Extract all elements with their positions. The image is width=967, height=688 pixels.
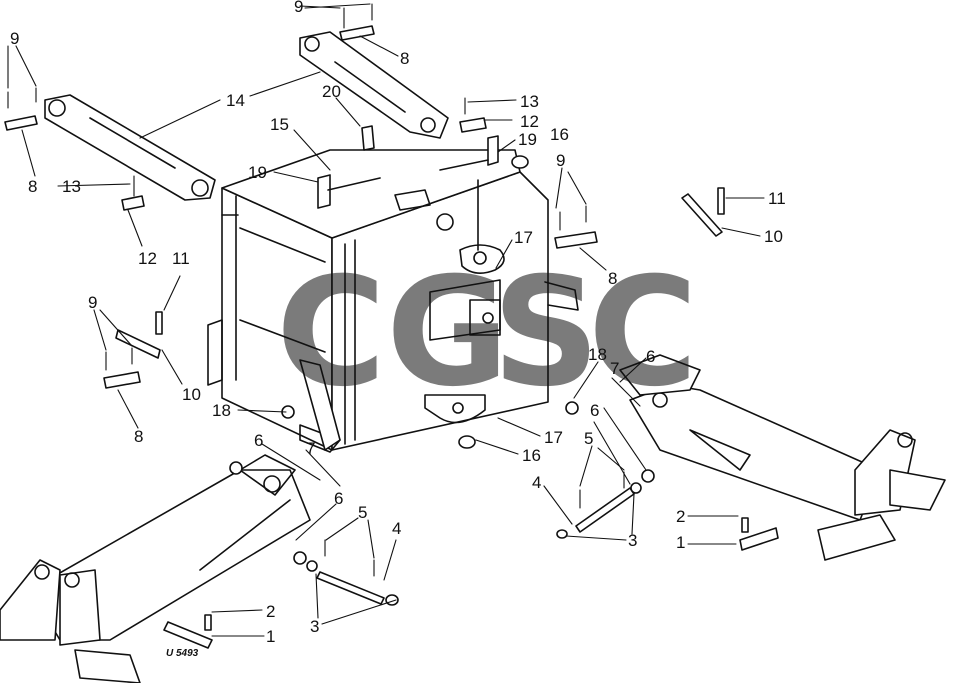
callout: 20 [322, 82, 341, 101]
callout: 15 [270, 115, 289, 134]
callout: 19 [518, 130, 537, 149]
callout: 13 [62, 177, 81, 196]
mounting-plates [317, 135, 499, 209]
right-lower-arm [619, 354, 946, 561]
callout-labels: 9 8 9 14 20 13 12 15 19 16 19 8 13 12 9 … [10, 0, 786, 646]
left-link-arm [44, 94, 216, 201]
callout: 1 [676, 533, 685, 552]
callout: 9 [294, 0, 303, 16]
callout: 5 [584, 429, 593, 448]
callout: 11 [768, 189, 786, 208]
callout: 3 [628, 531, 637, 550]
drawing-code: U 5493 [166, 648, 199, 659]
callout: 8 [608, 269, 617, 288]
watermark-letter: C [588, 246, 698, 420]
callout: 6 [590, 401, 599, 420]
callout: 9 [556, 151, 565, 170]
callout: 6 [334, 489, 343, 508]
callout: 14 [226, 91, 245, 110]
left-lower-arm [0, 359, 341, 684]
callout: 17 [514, 228, 533, 247]
callout: 2 [676, 507, 685, 526]
callout: 4 [392, 519, 401, 538]
callout: 10 [764, 227, 783, 246]
callout: 11 [172, 249, 190, 268]
small-hardware [4, 3, 779, 649]
callout: 10 [182, 385, 201, 404]
callout: 13 [520, 92, 539, 111]
callout: 16 [522, 446, 541, 465]
callout: 6 [254, 431, 263, 450]
callout: 17 [544, 428, 563, 447]
callout: 19 [248, 163, 267, 182]
callout: 12 [520, 112, 539, 131]
callout: 6 [646, 347, 655, 366]
callout: 1 [266, 627, 275, 646]
upper-link-arm [299, 31, 449, 139]
callout: 7 [610, 359, 619, 378]
callout: 18 [588, 345, 607, 364]
callout: 7 [306, 439, 315, 458]
callout: 4 [532, 473, 541, 492]
callout: 5 [358, 503, 367, 522]
callout: 16 [550, 125, 569, 144]
leader-lines [7, 3, 765, 637]
watermark-letter: C [276, 246, 386, 420]
callout: 8 [28, 177, 37, 196]
callout: 3 [310, 617, 319, 636]
callout: 8 [400, 49, 409, 68]
callout: 18 [212, 401, 231, 420]
watermark-letter: G [386, 246, 509, 420]
watermark-logo: C G S C [276, 246, 698, 420]
watermark-letter: S [492, 246, 600, 420]
callout: 12 [138, 249, 157, 268]
callout: 9 [88, 293, 97, 312]
callout: 8 [134, 427, 143, 446]
callout: 2 [266, 602, 275, 621]
callout: 9 [10, 29, 19, 48]
